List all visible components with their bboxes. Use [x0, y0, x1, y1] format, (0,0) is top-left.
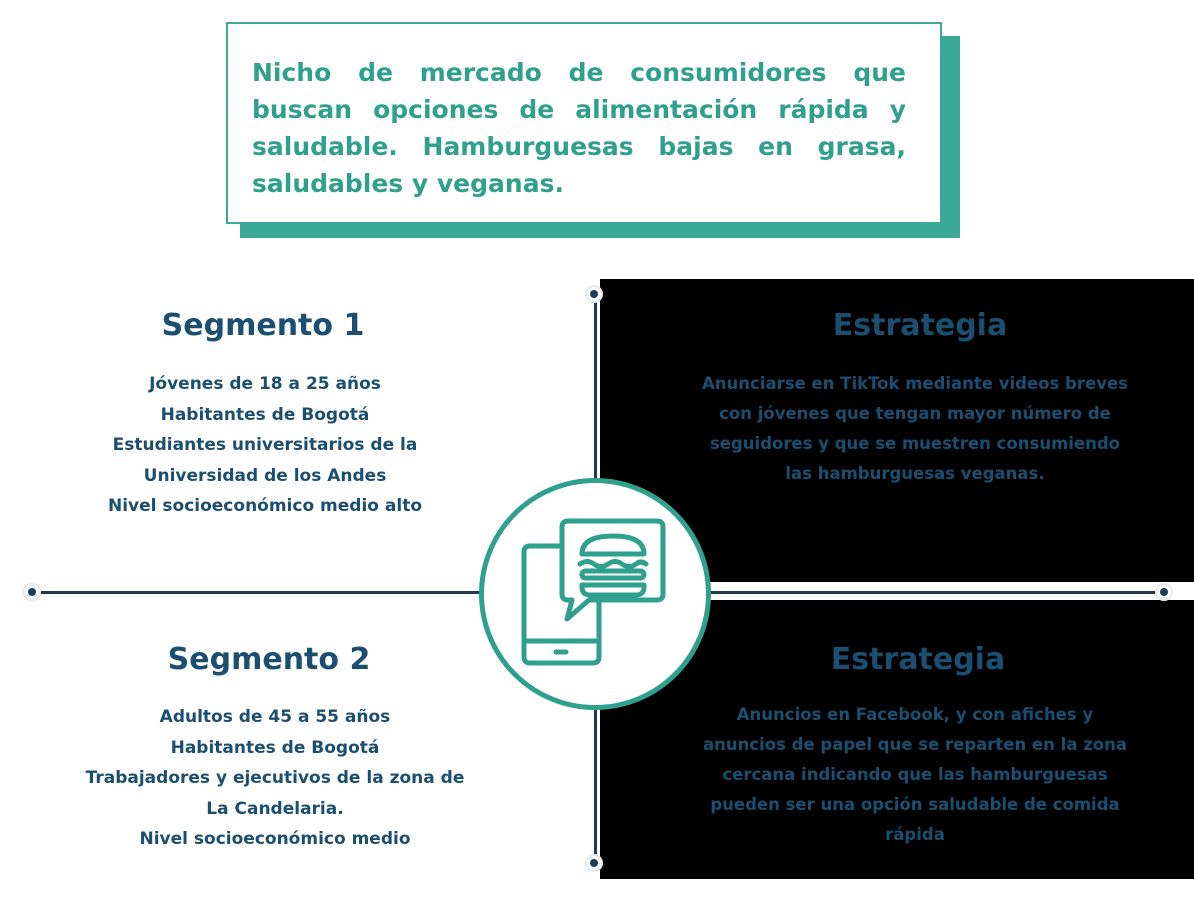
- panel-edge-bottom-right: [600, 860, 1194, 879]
- strategy1-line: seguidores y que se muestren consumiendo: [709, 434, 1121, 453]
- segment2-line: La Candelaria.: [206, 798, 344, 819]
- segment2-list: Adultos de 45 a 55 años Habitantes de Bo…: [40, 702, 510, 855]
- strategy-panel-bottom: [600, 600, 1194, 879]
- segment2-line: Trabajadores y ejecutivos de la zona de: [85, 768, 465, 788]
- segment1-line: Jóvenes de 18 a 25 años: [149, 374, 381, 394]
- horizontal-axis-right: [708, 591, 1164, 594]
- axis-dot-right: [1155, 583, 1173, 601]
- strategy2-line: cercana indicando que las hamburguesas: [722, 765, 1108, 784]
- segment1-line: Nivel socioeconómico medio alto: [107, 496, 423, 516]
- segment1-line: Estudiantes universitarios de la: [112, 435, 418, 455]
- strategy1-line: las hamburguesas veganas.: [785, 464, 1045, 483]
- axis-dot-bottom: [585, 854, 603, 872]
- strategy1-text: Anunciarse en TikTok mediante videos bre…: [655, 369, 1175, 489]
- strategy2-line: pueden ser una opción saludable de comid…: [710, 795, 1120, 814]
- segment1-list: Jóvenes de 18 a 25 años Habitantes de Bo…: [40, 369, 490, 522]
- segment1-line: Habitantes de Bogotá: [160, 404, 370, 425]
- strategy2-line: Anuncios en Facebook, y con afiches y: [736, 705, 1094, 724]
- axis-dot-left: [23, 583, 41, 601]
- segment1-title: Segmento 1: [161, 308, 365, 343]
- segment2-line: Nivel socioeconómico medio: [139, 829, 411, 849]
- segment1-line: Universidad de los Andes: [143, 465, 387, 486]
- segment2-title: Segmento 2: [167, 642, 371, 677]
- strategy2-title: Estrategia: [830, 642, 1006, 677]
- center-circle: [479, 478, 711, 710]
- strategy1-title: Estrategia: [832, 308, 1008, 343]
- strategy2-line: rápida: [885, 825, 945, 844]
- segment2-line: Habitantes de Bogotá: [170, 737, 380, 758]
- vertical-axis-top: [594, 294, 597, 484]
- horizontal-axis-left: [32, 591, 482, 594]
- strategy-panel-top: [600, 279, 1194, 582]
- strategy1-line: Anunciarse en TikTok mediante videos bre…: [702, 374, 1128, 393]
- strategy2-line: anuncios de papel que se reparten en la …: [702, 735, 1128, 754]
- vertical-axis-bottom: [594, 704, 597, 864]
- strategy2-text: Anuncios en Facebook, y con afiches y an…: [655, 700, 1175, 850]
- phone-chat-burger-icon: [521, 518, 666, 666]
- axis-dot-top: [585, 285, 603, 303]
- niche-box: Nicho de mercado de consumidores que bus…: [226, 22, 942, 224]
- segment2-line: Adultos de 45 a 55 años: [159, 707, 391, 727]
- niche-text: Nicho de mercado de consumidores que bus…: [252, 58, 906, 198]
- strategy1-line: con jóvenes que tengan mayor número de: [719, 404, 1111, 423]
